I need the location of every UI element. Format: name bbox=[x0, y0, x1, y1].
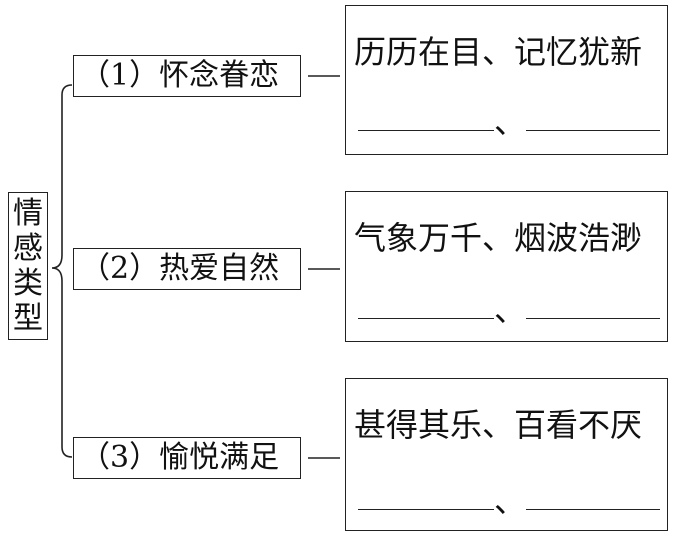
detail-box-3: 甚得其乐、百看不厌 、 bbox=[345, 378, 668, 531]
emotion-type-root: 情 感 类 型 bbox=[8, 192, 48, 340]
separator: 、 bbox=[494, 291, 527, 329]
category-box-2: （2）热爱自然 bbox=[73, 248, 301, 290]
detail-box-2: 气象万千、烟波浩渺 、 bbox=[345, 191, 668, 342]
category-label: （2）热爱自然 bbox=[80, 251, 280, 286]
blank-line bbox=[526, 509, 660, 510]
blank-line bbox=[526, 318, 660, 319]
detail-text: 气象万千、烟波浩渺 bbox=[354, 219, 643, 257]
root-char: 情 bbox=[13, 196, 43, 231]
blank-line bbox=[358, 318, 494, 319]
detail-text: 甚得其乐、百看不厌 bbox=[354, 406, 643, 444]
blank-line bbox=[526, 130, 660, 131]
separator: 、 bbox=[494, 103, 527, 141]
category-box-1: （1）怀念眷恋 bbox=[73, 55, 301, 97]
brace bbox=[51, 84, 73, 458]
separator: 、 bbox=[494, 482, 527, 520]
detail-box-1: 历历在目、记忆犹新 、 bbox=[345, 5, 668, 155]
category-box-3: （3）愉悦满足 bbox=[73, 437, 301, 479]
detail-text: 历历在目、记忆犹新 bbox=[354, 33, 643, 71]
blank-line bbox=[358, 509, 494, 510]
root-char: 感 bbox=[13, 231, 43, 266]
root-char: 型 bbox=[13, 301, 43, 336]
blank-line bbox=[358, 130, 494, 131]
category-label: （1）怀念眷恋 bbox=[80, 58, 280, 93]
root-char: 类 bbox=[13, 266, 43, 301]
category-label: （3）愉悦满足 bbox=[80, 440, 280, 475]
